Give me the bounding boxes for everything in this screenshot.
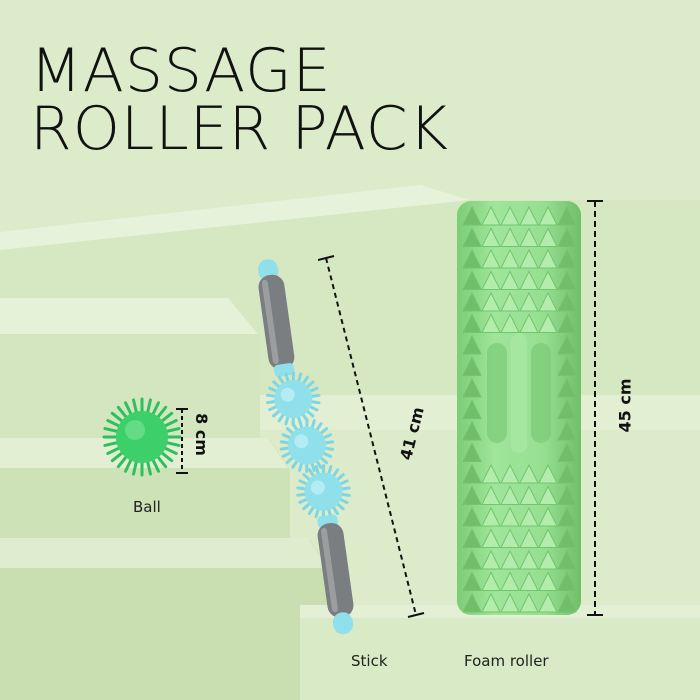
stick-dimension-line [318,255,425,618]
foam-roller-icon [457,201,581,615]
title-line-2: ROLLER PACK [30,94,450,164]
ball-size-label: 8 cm [191,413,211,456]
roller-label: Foam roller [464,652,549,670]
ball-dimension-line [176,408,188,474]
roller-size-label: 45 cm [615,378,635,433]
roller-dimension-line [587,200,603,616]
massage-stick-icon [257,259,354,635]
page-title: MASSAGE ROLLER PACK [30,36,450,164]
stick-label: Stick [351,652,388,670]
title-line-1: MASSAGE [30,36,332,106]
spiky-ball-icon [102,397,182,477]
ball-label: Ball [133,498,161,516]
